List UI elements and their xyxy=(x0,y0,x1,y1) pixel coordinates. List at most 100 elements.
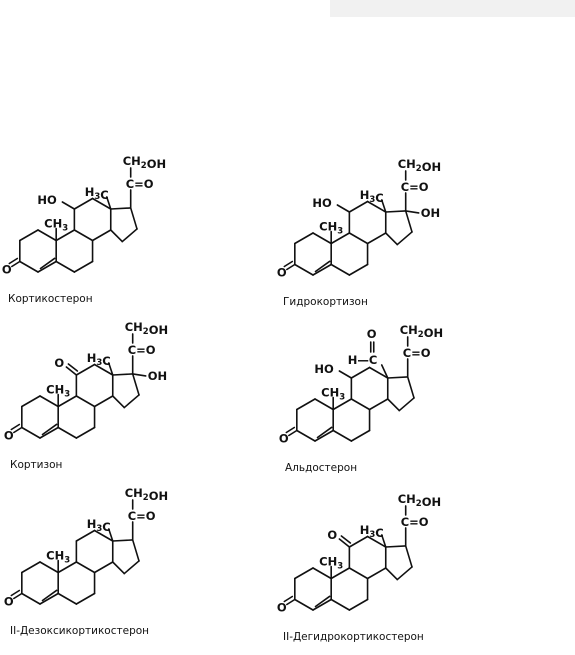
bond-16-17 xyxy=(129,207,138,230)
bond-14-15 xyxy=(386,398,401,412)
bond-9-10 xyxy=(330,567,351,580)
bond-11-hydroxy xyxy=(61,201,76,210)
bond-11-oxo xyxy=(65,366,78,376)
structure-caption: II-Дезоксикортикостерон xyxy=(10,625,149,637)
bond-5-6 xyxy=(330,598,351,611)
bond-13-methyl xyxy=(380,534,387,548)
bond-3-4 xyxy=(296,429,316,442)
bond-5-6 xyxy=(330,263,351,276)
bond-5-6 xyxy=(332,429,353,442)
bond-10-1 xyxy=(37,229,57,242)
bond-8-9 xyxy=(348,567,369,580)
bond-6-7 xyxy=(348,263,369,276)
bond-11-12 xyxy=(350,366,371,379)
double-bond-4-5 xyxy=(314,595,331,608)
oxo-11-label: O xyxy=(54,356,64,370)
bond-15-16 xyxy=(396,566,413,581)
side-chain-label: CH2OH xyxy=(125,486,168,503)
oxo-3-label: O xyxy=(4,429,14,443)
bond-1-2 xyxy=(21,561,41,574)
structure-caption: Кортикостерон xyxy=(8,293,93,305)
bond-8-9 xyxy=(348,232,369,245)
bond-1-2 xyxy=(19,229,39,242)
bond-3-oxo xyxy=(13,426,23,434)
methyl-13-label: H3C xyxy=(360,523,384,540)
side-group-label: C=O xyxy=(403,346,431,360)
bond-15-16 xyxy=(396,231,413,246)
bond-13-methyl xyxy=(380,199,387,213)
bond-14-15 xyxy=(384,567,399,581)
bond-11-oxo xyxy=(338,538,351,548)
bond-4-5 xyxy=(39,592,59,605)
side-chain-label: CH2OH xyxy=(398,157,441,174)
bond-14-8 xyxy=(366,232,387,245)
bond-3-oxo-double xyxy=(8,257,19,265)
bond-3-4 xyxy=(21,592,41,605)
bond-17-13 xyxy=(111,373,134,376)
aldehyde-oxo-label: O xyxy=(367,327,377,341)
bond-14-15 xyxy=(111,561,126,575)
bond-4-5 xyxy=(37,260,57,273)
oxo-3-label: O xyxy=(4,595,14,609)
bond-3-oxo-double xyxy=(283,260,294,268)
bond-6-7 xyxy=(75,592,96,605)
bond-14-15 xyxy=(109,229,124,243)
bond-15-16 xyxy=(398,397,415,412)
double-bond-4-5 xyxy=(41,589,58,602)
bond-15-16 xyxy=(123,560,140,575)
bond-11-12 xyxy=(75,363,96,376)
double-bond-4-5 xyxy=(316,426,333,439)
bond-11-12 xyxy=(348,535,369,548)
bond-6-7 xyxy=(348,598,369,611)
hydroxy-11-label: HO xyxy=(312,196,332,210)
bond-14-8 xyxy=(368,398,389,411)
side-chain-label: CH2OH xyxy=(123,154,166,171)
bond-14-15 xyxy=(384,232,399,246)
bond-4-5 xyxy=(39,426,59,439)
bond-8-9 xyxy=(75,395,96,408)
bond-3-oxo-double xyxy=(10,589,21,597)
bond-3-oxo xyxy=(13,592,23,600)
methyl-10-label: CH3 xyxy=(46,549,70,566)
methyl-13-label: H3C xyxy=(85,185,109,202)
bond-4-5 xyxy=(314,429,334,442)
bond-12-13 xyxy=(368,366,389,379)
bond-6-7 xyxy=(75,426,96,439)
bond-16-17 xyxy=(131,373,140,396)
bond-1-2 xyxy=(296,398,316,411)
bond-5-6 xyxy=(57,426,78,439)
bond-13-aldehyde xyxy=(380,364,389,379)
bond-17-13 xyxy=(109,207,132,210)
bond-1-2 xyxy=(294,567,314,580)
bond-9-10 xyxy=(57,395,78,408)
hydroxy-11-label: HO xyxy=(37,193,57,207)
bond-11-hydroxy xyxy=(338,370,353,379)
bond-14-8 xyxy=(366,567,387,580)
bond-15-16 xyxy=(121,228,138,243)
hydroxy-17-label: OH xyxy=(421,206,440,220)
bond-9-10 xyxy=(332,398,353,411)
bond-15-16 xyxy=(123,394,140,409)
bond-10-1 xyxy=(39,395,59,408)
bond-3-4 xyxy=(19,260,39,273)
bond-13-methyl xyxy=(107,362,114,376)
bond-8-9 xyxy=(73,229,94,242)
bond-3-oxo-double xyxy=(283,595,294,603)
side-chain-label: CH2OH xyxy=(125,320,168,337)
bond-17-13 xyxy=(384,545,407,548)
bond-10-1 xyxy=(312,232,332,245)
bond-3-4 xyxy=(294,598,314,611)
bond-17-13 xyxy=(386,376,409,379)
bond-10-1 xyxy=(39,561,59,574)
bond-12-13 xyxy=(91,197,112,210)
bond-16-17 xyxy=(406,376,415,399)
bond-6-7 xyxy=(73,260,94,273)
bond-17-hydroxy xyxy=(131,373,147,377)
bond-8-9 xyxy=(75,561,96,574)
hydroxy-11-label: HO xyxy=(314,362,334,376)
bond-10-1 xyxy=(312,567,332,580)
hydroxy-17-label: OH xyxy=(148,369,167,383)
